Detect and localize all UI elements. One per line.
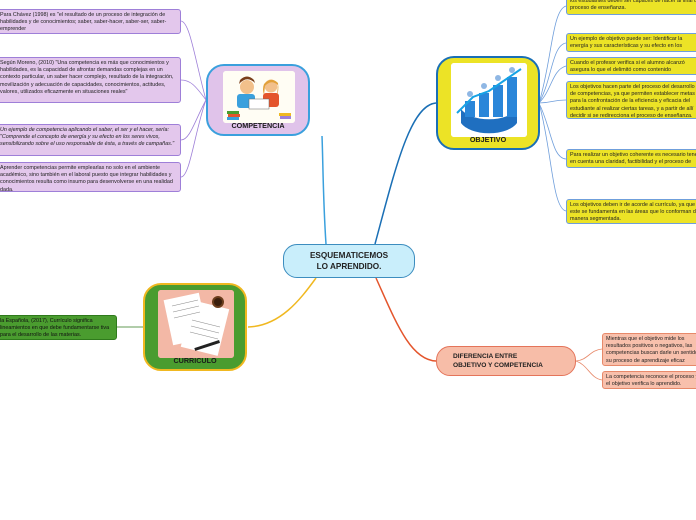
objetivo-note-4[interactable]: Los objetivos hacen parte del proceso de…: [566, 81, 696, 119]
diferencia-line1: DIFERENCIA ENTRE: [453, 353, 518, 360]
curriculo-label: CURRICULO: [173, 356, 217, 365]
link-center-objetivo: [374, 102, 437, 245]
diferencia-note-1[interactable]: Mientras que el objetivo mide los result…: [602, 333, 696, 366]
competencia-note-3[interactable]: Un ejemplo de competencia aplicando el s…: [0, 124, 181, 156]
curriculo-node[interactable]: CURRICULO: [143, 283, 247, 371]
objetivo-note-6[interactable]: Los objetivos deben ir de acorde al curr…: [566, 199, 696, 224]
central-topic-line2: LO APRENDIDO.: [316, 261, 382, 271]
competencia-label: COMPETENCIA: [231, 121, 285, 130]
link-center-curriculo: [247, 277, 317, 328]
objetivo-note-5[interactable]: Para realizar un objetivo coherente es n…: [566, 149, 696, 168]
competencia-node[interactable]: COMPETENCIA: [206, 64, 310, 136]
diferencia-line2: OBJETIVO Y COMPETENCIA: [453, 361, 543, 369]
central-topic[interactable]: ESQUEMATICEMOS LO APRENDIDO.: [283, 244, 415, 278]
objetivo-label: OBJETIVO: [469, 135, 507, 144]
children-reading-image: [223, 71, 295, 123]
people-on-chart-image: [451, 63, 527, 137]
link-center-competencia: [321, 135, 327, 245]
link-center-diferencia: [375, 277, 437, 362]
competencia-note-2[interactable]: Según Moreno, (2010) "Una competencia es…: [0, 57, 181, 103]
objetivo-node[interactable]: OBJETIVO: [436, 56, 540, 150]
diferencia-node[interactable]: DIFERENCIA ENTRE OBJETIVO Y COMPETENCIA: [436, 346, 576, 376]
central-topic-line1: ESQUEMATICEMOS: [309, 251, 389, 260]
curriculum-papers-image: [158, 290, 234, 358]
objetivo-note-3[interactable]: Cuando el profesor verifica si el alumno…: [566, 57, 696, 75]
competencia-note-1[interactable]: Para Chávez (1998) es "el resultado de u…: [0, 9, 181, 34]
objetivo-note-2[interactable]: Un ejemplo de objetivo puede ser: Identi…: [566, 33, 696, 52]
diferencia-note-2[interactable]: La competencia reconoce el proceso y el …: [602, 371, 696, 389]
curriculo-note-1[interactable]: la Española, (2017), Currículo significa…: [0, 315, 117, 340]
competencia-note-4[interactable]: Aprender competencias permite emplearlas…: [0, 162, 181, 192]
objetivo-note-1[interactable]: los estudiantes deben ser capaces de hac…: [566, 0, 696, 15]
